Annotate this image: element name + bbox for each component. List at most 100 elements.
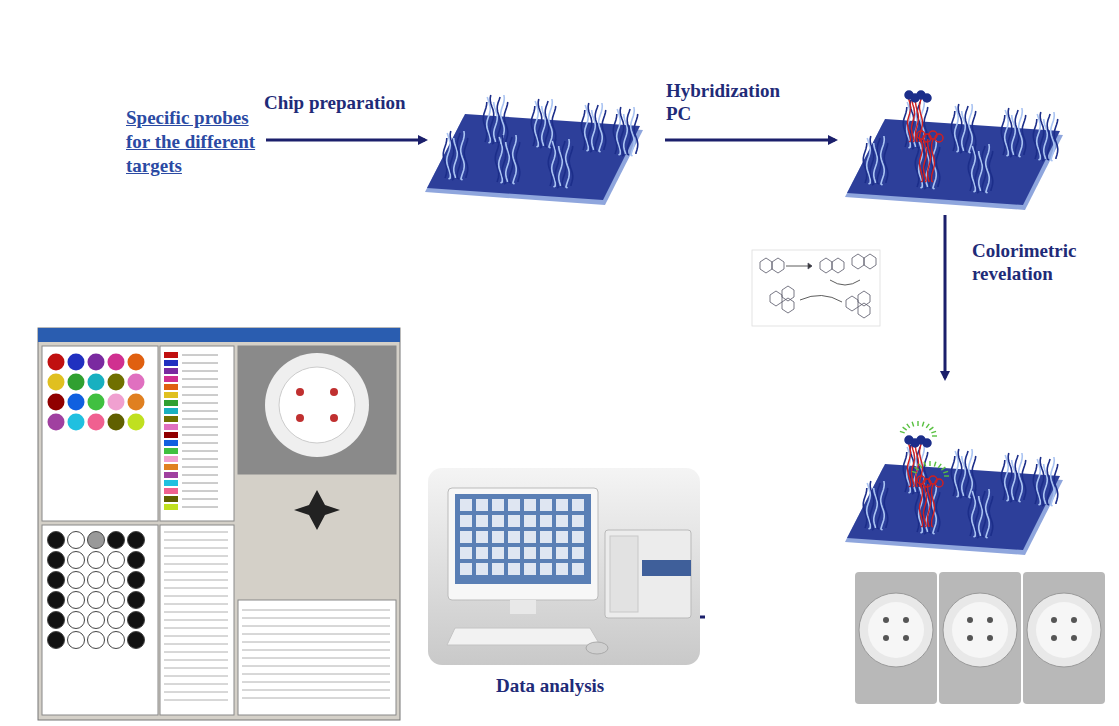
list-swatch — [164, 464, 178, 470]
microarray-chip — [845, 91, 1063, 210]
result-dot — [88, 532, 105, 549]
screen-tile — [476, 547, 488, 559]
flow-arrow — [266, 139, 425, 142]
probe — [1015, 455, 1019, 501]
result-dot — [128, 612, 145, 629]
screen-tile — [492, 563, 504, 575]
list-row — [182, 451, 218, 452]
signal-spark — [929, 427, 933, 430]
target-strand — [924, 484, 927, 527]
screen-tile — [540, 531, 552, 543]
screen-tile — [508, 563, 520, 575]
probe — [634, 114, 638, 154]
table-row — [164, 596, 228, 597]
color-dot — [108, 414, 125, 431]
color-dot — [128, 354, 145, 371]
list-row — [182, 443, 218, 444]
step-label: Hybridization PC — [666, 80, 784, 126]
table-row — [242, 658, 390, 659]
list-swatch — [164, 456, 178, 462]
result-dot — [68, 612, 85, 629]
color-dot — [128, 394, 145, 411]
step-label-box: Data analysis — [496, 675, 604, 698]
probe — [552, 141, 556, 187]
list-row — [182, 435, 218, 436]
list-swatch — [164, 376, 178, 382]
probe — [877, 483, 881, 529]
list-row — [182, 507, 218, 508]
result-dot — [128, 592, 145, 609]
list-swatch — [164, 352, 178, 358]
table-row — [242, 626, 390, 627]
chip-plate — [847, 119, 1060, 205]
target-strand — [924, 139, 927, 182]
table-row — [164, 548, 228, 549]
result-dot — [48, 632, 65, 649]
list-row — [182, 483, 218, 484]
table-row — [242, 666, 390, 667]
table-row — [164, 676, 228, 677]
signal-spark — [915, 467, 919, 470]
well — [859, 593, 933, 667]
probe — [867, 138, 871, 184]
table-row — [164, 668, 228, 669]
screen-tile — [508, 499, 520, 511]
probe — [504, 102, 508, 142]
screen-tile — [492, 531, 504, 543]
screen-tile — [540, 499, 552, 511]
probe — [516, 142, 520, 182]
title-text-block: Specific probes for the different target… — [126, 106, 258, 177]
target-strand — [920, 444, 923, 487]
color-dot — [48, 394, 65, 411]
result-dot — [68, 532, 85, 549]
color-dot — [48, 414, 65, 431]
color-dot — [128, 374, 145, 391]
step-label: Data analysis — [496, 675, 604, 698]
screen-tile — [508, 531, 520, 543]
list-swatch — [164, 424, 178, 430]
screen-tile — [572, 499, 584, 511]
table-row — [164, 612, 228, 613]
result-dot — [88, 572, 105, 589]
table-row — [164, 644, 228, 645]
screen-tile — [508, 515, 520, 527]
signal-spark — [900, 431, 905, 433]
result-dot — [108, 552, 125, 569]
well-photos — [855, 572, 1105, 704]
list-row — [182, 395, 218, 396]
result-dot — [128, 632, 145, 649]
spot — [967, 617, 973, 623]
well-photo — [855, 572, 937, 704]
list-swatch — [164, 488, 178, 494]
list-row — [182, 475, 218, 476]
target-strand — [932, 139, 935, 182]
result-dot — [48, 532, 65, 549]
probe — [989, 496, 993, 536]
signal-spark — [931, 431, 936, 433]
probe — [1047, 459, 1051, 505]
color-dot — [88, 414, 105, 431]
screen-tile — [572, 563, 584, 575]
result-dot — [108, 592, 125, 609]
screen-tile — [476, 531, 488, 543]
color-dot — [68, 354, 85, 371]
signal-spark — [924, 462, 926, 467]
screen-tile — [524, 515, 536, 527]
signal-spark — [912, 471, 917, 473]
signal-spark — [944, 475, 949, 476]
probe — [457, 133, 461, 179]
flow-arrow — [944, 215, 947, 378]
result-dot — [68, 632, 85, 649]
screen-tile — [524, 499, 536, 511]
well-floor — [952, 602, 1008, 658]
table-row — [242, 690, 390, 691]
list-swatch — [164, 360, 178, 366]
well-floor — [868, 602, 924, 658]
reader-photo — [428, 468, 700, 665]
screen-tile — [476, 499, 488, 511]
step-label-box: Hybridization PC — [666, 80, 784, 126]
signal-spark — [932, 435, 937, 436]
software-screenshot — [38, 328, 400, 720]
list-row — [182, 427, 218, 428]
table-row — [242, 642, 390, 643]
